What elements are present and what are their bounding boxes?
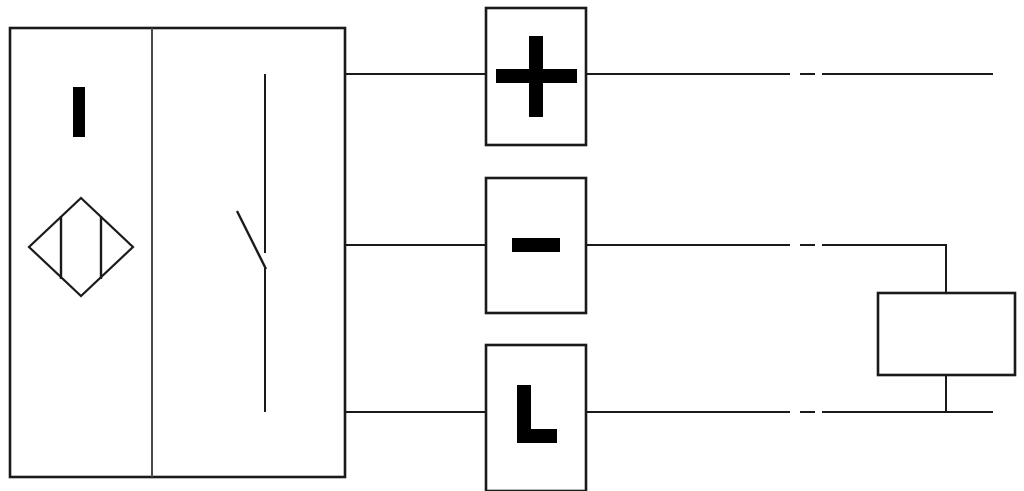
diamond-icon: [27, 196, 135, 298]
sensor-element-symbol: [27, 87, 135, 298]
vertical-bar-indicator: [73, 87, 85, 137]
terminal-load[interactable]: L: [484, 343, 588, 491]
minus-icon: [512, 238, 560, 252]
sensor-enclosure: [8, 26, 347, 479]
terminal-negative[interactable]: −: [484, 176, 588, 315]
terminal-load-box[interactable]: [484, 343, 588, 491]
terminal-positive[interactable]: +: [484, 6, 588, 147]
switch-contact-symbol: [235, 74, 268, 412]
letter-l-icon: [517, 385, 557, 443]
plus-icon: [496, 36, 577, 117]
letter-l-foot: [517, 429, 557, 443]
external-load-box: [876, 291, 1017, 377]
letter-l-stem: [517, 385, 531, 443]
plus-icon-horizontal: [496, 69, 577, 83]
switch-arm: [235, 210, 268, 270]
